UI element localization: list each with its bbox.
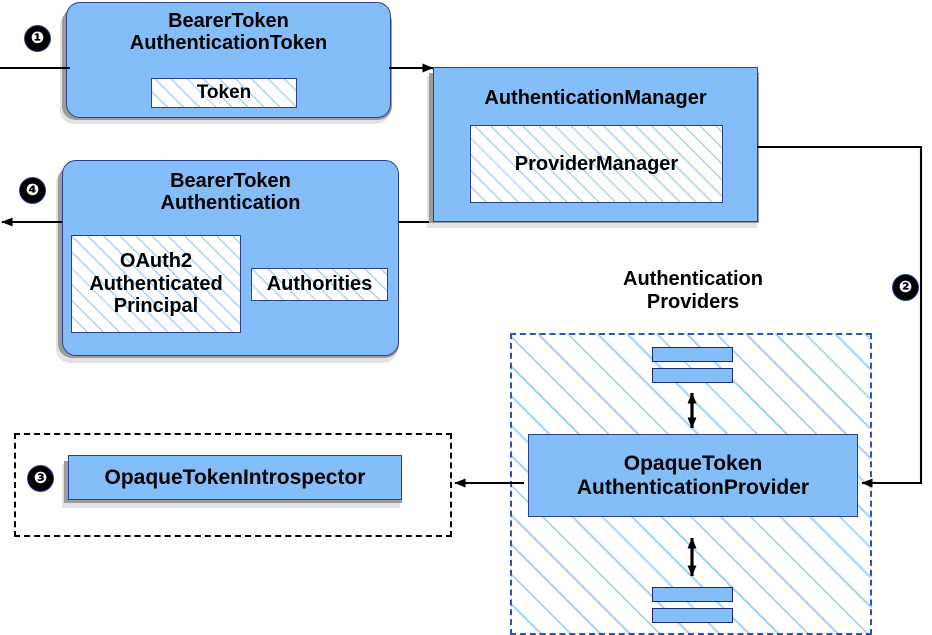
provider-manager-inner-box[interactable]: ProviderManager bbox=[470, 125, 723, 203]
step-badge-3: ❸ bbox=[28, 466, 53, 491]
provider-stack-bar-bottom-1 bbox=[652, 587, 733, 602]
token-inner-box[interactable]: Token bbox=[151, 78, 297, 108]
authentication-providers-label: Authentication Providers bbox=[623, 268, 763, 313]
opaque-token-introspector-box[interactable]: OpaqueTokenIntrospector bbox=[68, 455, 402, 500]
opaque-token-introspector-container bbox=[14, 433, 452, 537]
step-badge-4: ❹ bbox=[20, 178, 45, 203]
step-badge-1: ❶ bbox=[25, 26, 50, 51]
provider-stack-bar-top-2 bbox=[652, 368, 733, 383]
authorities-box[interactable]: Authorities bbox=[251, 268, 388, 301]
provider-stack-bar-top-1 bbox=[652, 347, 733, 362]
step-badge-2: ❷ bbox=[893, 275, 918, 300]
oauth2-authenticated-principal-box[interactable]: OAuth2 Authenticated Principal bbox=[71, 235, 241, 333]
bearer-token-authentication-title: BearerToken Authentication bbox=[160, 170, 301, 215]
bearer-token-authentication-token-title: BearerToken AuthenticationToken bbox=[129, 10, 328, 55]
provider-stack-bar-bottom-2 bbox=[652, 608, 733, 623]
authentication-manager-title: AuthenticationManager bbox=[484, 87, 707, 109]
opaque-token-authentication-provider-box[interactable]: OpaqueToken AuthenticationProvider bbox=[528, 434, 858, 517]
opaque-token-introspector-title: OpaqueTokenIntrospector bbox=[104, 465, 366, 489]
opaque-token-authentication-provider-title: OpaqueToken AuthenticationProvider bbox=[576, 451, 810, 499]
